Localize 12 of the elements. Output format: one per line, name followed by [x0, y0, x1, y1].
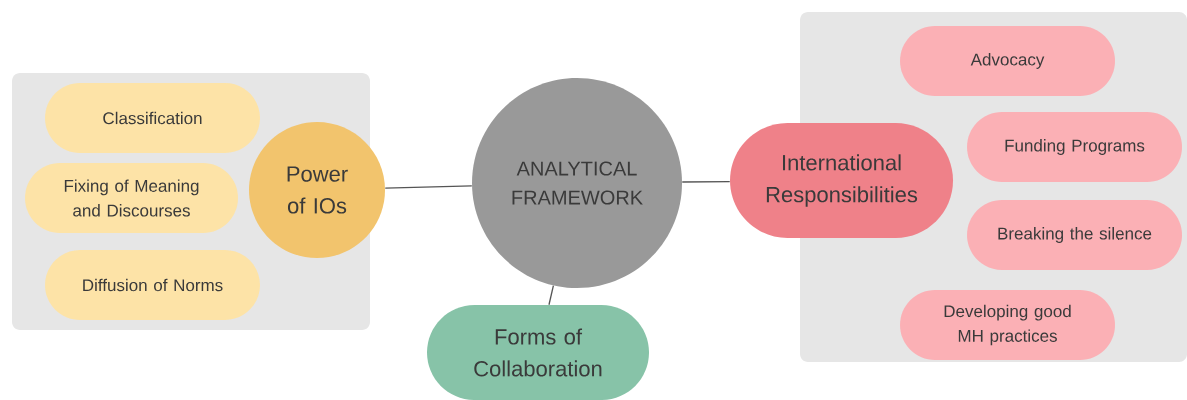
connector-line — [681, 180, 731, 183]
connector-line — [548, 284, 555, 306]
item-pill: Fixing of Meaning and Discourses — [25, 163, 238, 233]
connector-line — [384, 185, 473, 189]
item-pill: Advocacy — [900, 26, 1115, 96]
topic-pill: Forms of Collaboration — [427, 305, 649, 400]
item-pill: Developing good MH practices — [900, 290, 1115, 360]
item-pill: Funding Programs — [967, 112, 1182, 182]
item-pill: Diffusion of Norms — [45, 250, 260, 320]
topic-pill: International Responsibilities — [730, 123, 953, 238]
item-pill: Breaking the silence — [967, 200, 1182, 270]
item-pill: Classification — [45, 83, 260, 153]
